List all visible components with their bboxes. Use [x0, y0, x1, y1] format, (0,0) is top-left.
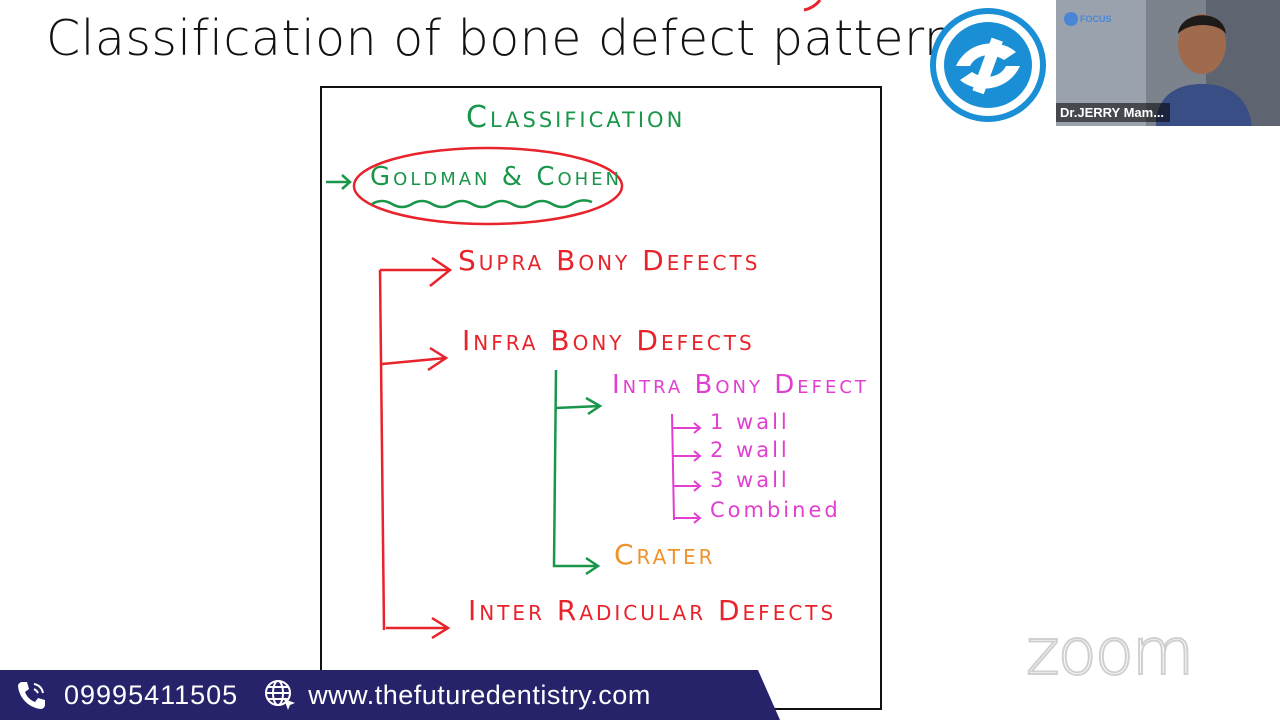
brand-logo: [930, 8, 1046, 122]
focus-badge-text: FOCUS: [1080, 14, 1112, 24]
whiteboard-crater: Crater: [614, 538, 716, 571]
whiteboard-heading: Classification: [466, 100, 686, 135]
participant-video-feed: [1056, 0, 1280, 126]
whiteboard-intra-bony: Intra Bony Defect: [612, 370, 869, 400]
whiteboard-wall-combined: Combined: [710, 498, 841, 522]
slide-title: Classification of bone defect patterns: [46, 10, 982, 67]
whiteboard-wall-3: 3 wall: [710, 468, 790, 492]
whiteboard-inter-radicular: Inter Radicular Defects: [468, 594, 837, 627]
red-scribble-decoration: [803, 0, 822, 12]
focus-badge: FOCUS: [1064, 12, 1112, 26]
whiteboard-supra-bony: Supra Bony Defects: [458, 244, 761, 277]
whiteboard-strokes: [326, 146, 702, 640]
whiteboard-wall-2: 2 wall: [710, 438, 790, 462]
whiteboard-wall-1: 1 wall: [710, 410, 790, 434]
contact-phone[interactable]: 09995411505: [64, 679, 239, 710]
globe-icon: [265, 680, 296, 710]
whiteboard-infra-bony: Infra Bony Defects: [462, 324, 755, 357]
zoom-watermark: zoom: [1025, 615, 1195, 691]
participant-video-tile[interactable]: FOCUS Dr.JERRY Mam...: [1056, 0, 1280, 126]
phone-icon: [18, 682, 45, 709]
whiteboard-drawing: Classification Goldman & Cohen Supra Bon…: [320, 86, 882, 710]
focus-logo-icon: [1064, 12, 1078, 26]
whiteboard-authors: Goldman & Cohen: [370, 162, 623, 192]
participant-name: Dr.JERRY Mam...: [1056, 103, 1171, 122]
contact-website[interactable]: www.thefuturedentistry.com: [308, 679, 651, 710]
contact-bar: 09995411505 www.thefuturedentistry.com: [0, 670, 780, 720]
